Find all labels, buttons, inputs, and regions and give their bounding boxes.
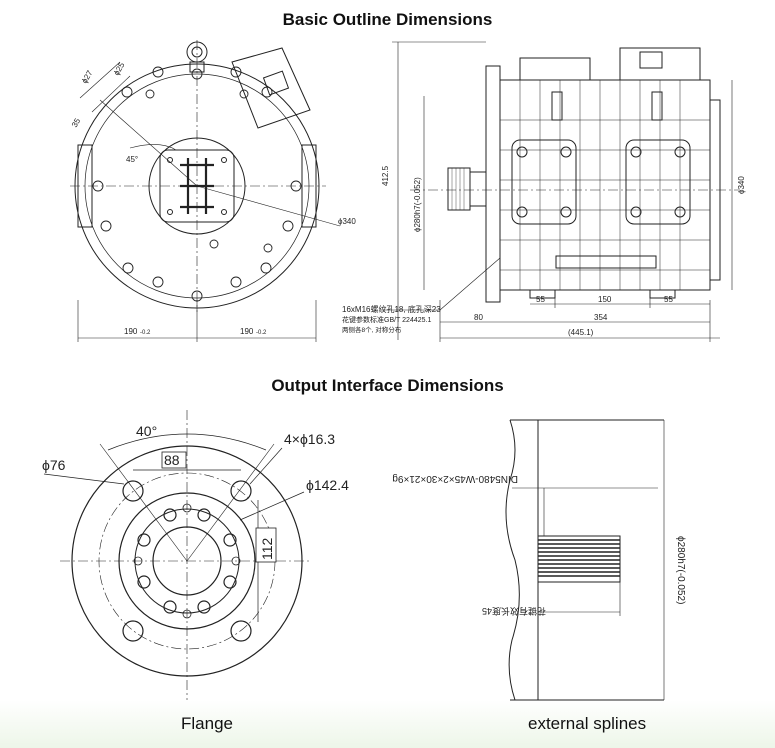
front-angle-label: 45° [126,155,138,164]
right-pad [301,144,317,228]
footer-gradient [0,700,775,748]
spline-dia-label: ϕ280h7(-0.052) [675,536,686,604]
side-bodydia-label: ϕ340 [737,176,746,194]
output-title: Output Interface Dimensions [271,376,504,395]
front-dia25-label: ϕ25 [112,60,127,77]
flange-dia142-label: ϕ142.4 [306,477,349,493]
side-view [380,41,740,342]
mount-block-left [511,139,577,225]
front-width-right: 190 [240,327,254,336]
front-tol-right: -0.2 [256,330,267,336]
side-dim150: 150 [598,295,612,304]
break-line [505,419,520,701]
box-112 [255,527,277,563]
side-height-label: 412.5 [381,165,390,186]
side-dim80: 80 [474,313,483,322]
side-spline-note: 花键参数标准GB/T 224425.1 [342,315,431,324]
junction-box [231,47,311,129]
flange-angle-label: 40° [136,423,157,439]
flange-hole [230,480,252,502]
output-shaft [447,167,471,211]
flange-drawing [43,410,312,700]
bottom-slot [555,255,657,269]
flange-caption: Flange [181,714,233,733]
flange-holes-label: 4×ϕ16.3 [284,431,335,447]
spline-length-label: 花键有效长度45 [482,606,546,617]
front-width-left: 190 [124,327,138,336]
flange-hole [122,620,144,642]
side-bore-label: ϕ280h7(-0.052) [413,177,422,232]
flange-hole [122,480,144,502]
side-hole-note: 两侧各8个, 对称分布 [342,325,402,334]
box-88 [161,451,187,469]
flange-plate [485,65,501,303]
flange-dim112-label: 112 [259,537,275,560]
side-dim354: 354 [594,313,608,322]
outline-title: Basic Outline Dimensions [282,10,493,29]
front-dim35-label: 35 [70,116,83,129]
spline-teeth [537,535,621,583]
side-bolt-note: 16xM16螺纹孔18, 底孔深23 [342,304,441,314]
mount-block-right [625,139,691,225]
spline-spec-label: DIN5480-W45×2×30×21×9g [392,473,518,484]
front-tol-left: -0.2 [140,330,151,336]
side-dim55b: 55 [664,295,673,304]
front-dia340-label: ϕ340 [338,217,356,226]
motor-body [499,79,711,291]
flange-dia76-label: ϕ76 [42,457,66,473]
front-dia27-label: ϕ27 [80,68,95,85]
side-junction-box [619,47,701,81]
front-view [70,40,341,342]
side-dim55a: 55 [536,295,545,304]
flange-hole [230,620,252,642]
spline-drawing [505,419,665,701]
flange-dim88-label: 88 [164,452,180,468]
side-dimtotal: (445.1) [568,328,594,337]
splines-caption: external splines [528,714,647,733]
